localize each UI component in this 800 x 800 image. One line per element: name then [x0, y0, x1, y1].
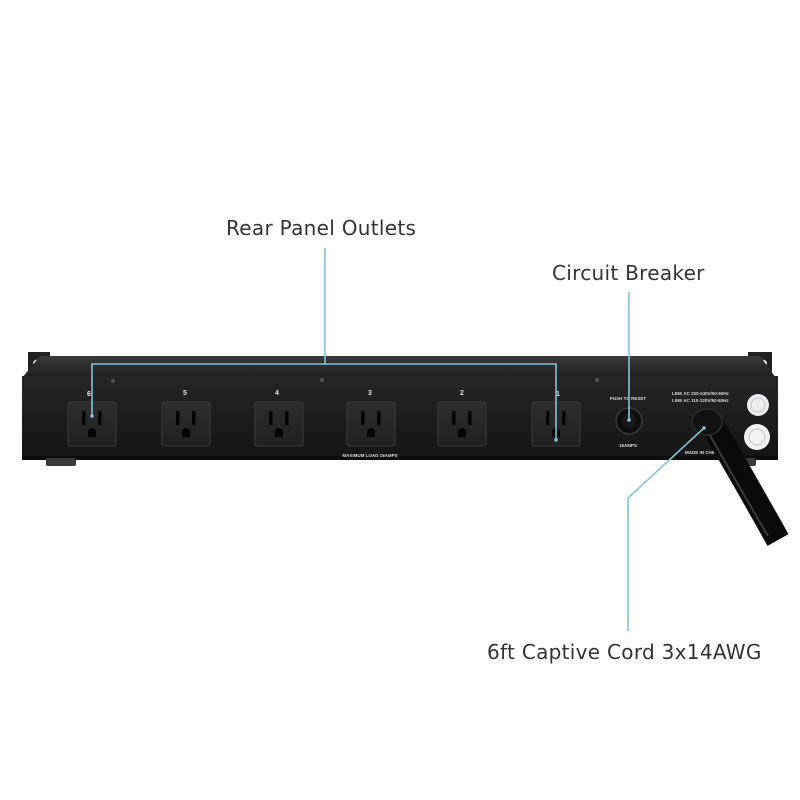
- foot-left: [46, 458, 76, 466]
- outlet-number: 4: [275, 390, 279, 397]
- chassis-top: [22, 356, 776, 378]
- certification-sticker-icon: [747, 394, 769, 416]
- screw: [320, 378, 324, 382]
- outlet: [437, 401, 487, 447]
- outlet-face: [254, 401, 304, 447]
- outlet: [161, 401, 211, 447]
- leader-dot: [627, 418, 631, 422]
- screw: [111, 379, 115, 383]
- leader-lines: [91, 248, 705, 631]
- outlets-bracket-line: [91, 363, 557, 440]
- screw: [595, 378, 599, 382]
- outlet-number: 5: [183, 390, 187, 397]
- power-cord-strain-relief: [691, 408, 723, 436]
- outlet-ground-hole: [88, 428, 96, 437]
- outlet-slot: [176, 411, 180, 425]
- outlet-group: [67, 401, 581, 447]
- outlet-face: [437, 401, 487, 447]
- certification-sticker-icon: [748, 428, 766, 446]
- outlet-slot: [285, 411, 289, 425]
- rear-panel-bottom-edge: [22, 456, 778, 460]
- outlet-face: [161, 401, 211, 447]
- max-load-label: MAXIMUM LOAD 15AMPS: [342, 453, 397, 458]
- outlet-slot: [468, 411, 472, 425]
- outlet-slot: [82, 411, 86, 425]
- callout-rear-panel-outlets: Rear Panel Outlets: [226, 216, 417, 240]
- outlet-slot: [192, 411, 196, 425]
- outlet-number: 6: [87, 391, 91, 398]
- outlet-ground-hole: [275, 428, 283, 437]
- outlet-number: 3: [368, 390, 372, 397]
- outlet: [254, 401, 304, 447]
- outlet-ground-hole: [458, 428, 466, 437]
- leader-dot: [554, 438, 558, 442]
- outlet-number: 1: [556, 391, 560, 398]
- outlet: [346, 401, 396, 447]
- outlet: [67, 401, 117, 447]
- callout-captive-cord: 6ft Captive Cord 3x14AWG: [487, 640, 762, 664]
- outlet-slot: [98, 411, 102, 425]
- outlet-slot: [546, 411, 550, 425]
- outlet-number: 2: [460, 390, 464, 397]
- outlet-slot: [377, 411, 381, 425]
- certification-sticker-icon: [744, 424, 770, 450]
- leader-dot: [90, 414, 94, 418]
- line-ac-label-2: LINE AC 110-120V/50-60Hz: [672, 398, 729, 403]
- outlet-slot: [361, 411, 365, 425]
- push-to-reset-label: PUSH TO RESET: [610, 396, 646, 401]
- outlet-slot: [269, 411, 273, 425]
- outlet-face: [346, 401, 396, 447]
- power-cord-highlight: [707, 431, 769, 537]
- power-cord: [701, 418, 789, 546]
- outlet-slot: [562, 411, 566, 425]
- rear-panel-face: [22, 376, 778, 460]
- leader-dot: [702, 426, 706, 430]
- breaker-rating-label: 15AMPS: [619, 443, 637, 448]
- cord-leader-line: [627, 427, 705, 631]
- outlet-slot: [452, 411, 456, 425]
- line-ac-label-1: LINE AC 220-240V/50-60Hz: [672, 391, 730, 396]
- outlet-ground-hole: [367, 428, 375, 437]
- certification-sticker-icon: [750, 397, 766, 413]
- outlet-ground-hole: [182, 428, 190, 437]
- callout-circuit-breaker: Circuit Breaker: [552, 261, 705, 285]
- made-in-label: MADE IN CHINA: [685, 450, 720, 455]
